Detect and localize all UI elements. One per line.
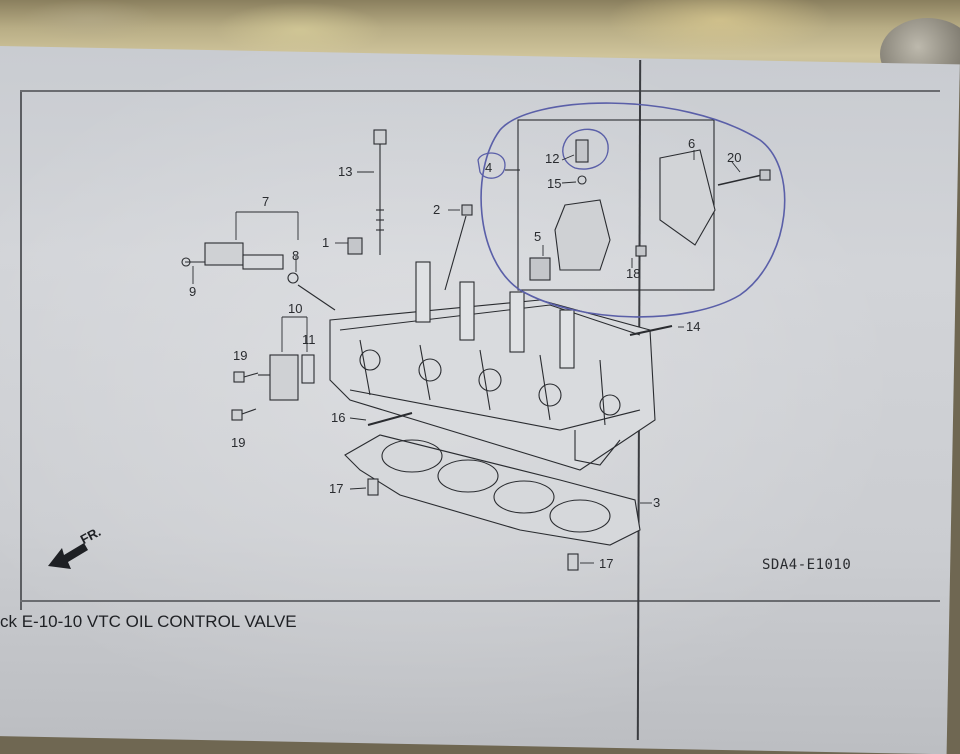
callout-19-bottom: 19 bbox=[231, 435, 245, 450]
callout-8: 8 bbox=[292, 248, 299, 263]
callout-13: 13 bbox=[338, 164, 352, 179]
callout-18: 18 bbox=[626, 266, 640, 281]
page-frame-bottom bbox=[20, 600, 940, 602]
leader-lines bbox=[192, 150, 741, 564]
callout-7: 7 bbox=[262, 194, 269, 209]
page-frame-left bbox=[20, 90, 22, 610]
callout-1: 1 bbox=[322, 235, 329, 250]
small-plugs bbox=[347, 204, 473, 291]
dowel-pins bbox=[367, 478, 579, 571]
callout-20: 20 bbox=[727, 150, 741, 165]
callout-16: 16 bbox=[331, 410, 345, 425]
callout-5: 5 bbox=[534, 229, 541, 244]
callout-9: 9 bbox=[189, 284, 196, 299]
head-bolt bbox=[373, 129, 387, 255]
callout-17-bottom: 17 bbox=[599, 556, 613, 571]
front-arrow-icon bbox=[48, 543, 88, 569]
stud-bolts bbox=[367, 325, 673, 426]
callout-6: 6 bbox=[688, 136, 695, 151]
callout-3: 3 bbox=[653, 495, 660, 510]
solenoid-part bbox=[258, 354, 315, 401]
callout-10: 10 bbox=[288, 301, 302, 316]
callout-14: 14 bbox=[686, 319, 700, 334]
pen-annotation-number-circle bbox=[477, 152, 506, 179]
pen-annotation-small-circle bbox=[562, 128, 609, 170]
callout-15: 15 bbox=[547, 176, 561, 191]
page-caption: ck E-10-10 VTC OIL CONTROL VALVE bbox=[0, 612, 297, 631]
page-frame-top bbox=[20, 90, 940, 92]
callout-19-top: 19 bbox=[233, 348, 247, 363]
oil-control-valve-inset bbox=[505, 119, 771, 291]
small-bolts bbox=[231, 371, 259, 421]
callout-11: 11 bbox=[302, 332, 316, 347]
pen-annotation-circle bbox=[480, 102, 786, 318]
callout-17-left: 17 bbox=[329, 481, 343, 496]
callout-2: 2 bbox=[433, 202, 440, 217]
callout-12: 12 bbox=[545, 151, 559, 166]
exploded-parts-diagram: 13 7 2 1 8 9 10 11 19 19 16 17 17 3 14 4… bbox=[48, 102, 786, 571]
callout-numbers: 13 7 2 1 8 9 10 11 19 19 16 17 17 3 14 4… bbox=[189, 136, 741, 571]
cylinder-head bbox=[329, 261, 656, 471]
diagram-code: SDA4-E1010 bbox=[762, 557, 852, 573]
spool-valve-assembly bbox=[181, 242, 336, 311]
callout-4: 4 bbox=[485, 160, 492, 175]
head-gasket bbox=[344, 434, 641, 546]
